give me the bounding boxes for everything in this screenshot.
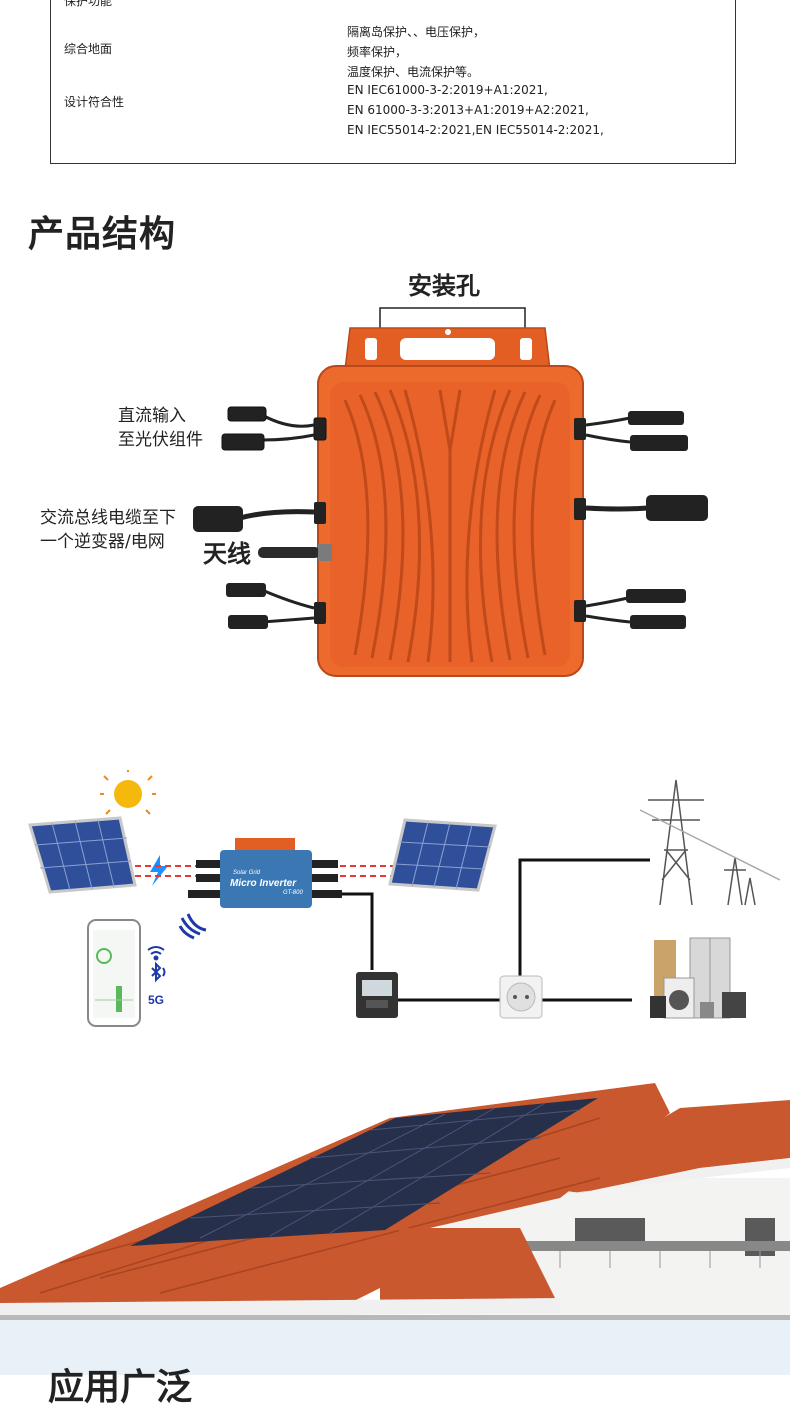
- spec-value: 频率保护，: [347, 45, 408, 59]
- spec-values-ground: 隔离岛保护、、电压保护， 频率保护， 温度保护、电流保护等。: [347, 22, 485, 82]
- solar-panel-right: [388, 818, 497, 892]
- dc-input-label-line: 至光伏组件: [118, 430, 203, 450]
- electric-meter-icon: [356, 972, 398, 1018]
- solar-panel-left: [28, 816, 137, 894]
- antenna-label: 天线: [203, 540, 251, 568]
- wireless-signal-icon: [178, 913, 207, 940]
- mount-hole-callout-lines: [379, 307, 526, 330]
- antenna: [258, 544, 332, 561]
- ac-connector-right: [574, 495, 708, 521]
- wifi-icon: [147, 946, 165, 961]
- ac-connector-left: [193, 502, 326, 532]
- inverter-brand-text: Solar Grid: [233, 870, 261, 876]
- section-title-application: 应用广泛: [48, 1367, 193, 1408]
- sun-icon: [100, 770, 156, 815]
- rooftop-solar-photo: [0, 1083, 790, 1323]
- ac-bus-label-line: 交流总线电缆至下: [40, 508, 176, 528]
- inverter-name-text: Micro Inverter: [230, 878, 297, 889]
- spec-values-compliance: EN IEC61000-3-2:2019+A1:2021, EN 61000-3…: [347, 80, 604, 140]
- spec-value: EN IEC55014-2:2021,EN IEC55014-2:2021,: [347, 123, 604, 137]
- 5g-label: 5G: [148, 993, 164, 1007]
- ac-wiring: [342, 858, 650, 1002]
- spec-table: 保护功能 综合地面 隔离岛保护、、电压保护， 频率保护， 温度保护、电流保护等。…: [50, 0, 736, 164]
- spec-value: EN 61000-3-3:2013+A1:2019+A2:2021,: [347, 103, 589, 117]
- spec-label-ground: 综合地面: [64, 42, 113, 56]
- micro-inverter-icon: Solar Grid Micro Inverter GT-800: [188, 838, 342, 908]
- dc-connectors-right-bottom: [574, 589, 686, 629]
- rooftop-solar-array: [130, 1098, 598, 1246]
- dc-connectors-right: [574, 411, 688, 451]
- system-diagram: Solar Grid Micro Inverter GT-800: [28, 770, 781, 1027]
- lightning-icon: [150, 855, 168, 886]
- wall-socket-icon: [499, 975, 543, 1019]
- dc-input-label: 直流输入 至光伏组件: [118, 404, 203, 452]
- application-section-band: [0, 1320, 790, 1375]
- inverter-model-text: GT-800: [283, 890, 303, 896]
- ac-bus-label-line: 一个逆变器/电网: [40, 532, 165, 552]
- home-appliances-icon: [650, 937, 746, 1019]
- spec-value: 温度保护、电流保护等。: [347, 65, 480, 79]
- spec-label-protection: 保护功能: [64, 0, 113, 8]
- spec-value: 隔离岛保护、、电压保护，: [347, 25, 486, 39]
- mount-hole-label: 安装孔: [408, 272, 480, 300]
- section-title-structure: 产品结构: [28, 214, 177, 255]
- dc-connectors-left: [221, 406, 327, 451]
- dc-connectors-left-bottom: [226, 583, 326, 629]
- dc-input-label-line: 直流输入: [118, 406, 186, 426]
- power-tower-icon: [639, 779, 781, 906]
- smartphone-icon: [87, 919, 141, 1027]
- spec-value: EN IEC61000-3-2:2019+A1:2021,: [347, 83, 548, 97]
- ac-bus-label: 交流总线电缆至下 一个逆变器/电网: [40, 506, 176, 554]
- inverter-illustration: [193, 307, 708, 677]
- spec-label-compliance: 设计符合性: [64, 95, 125, 109]
- bluetooth-icon: [151, 961, 166, 983]
- heat-fins: [343, 389, 557, 663]
